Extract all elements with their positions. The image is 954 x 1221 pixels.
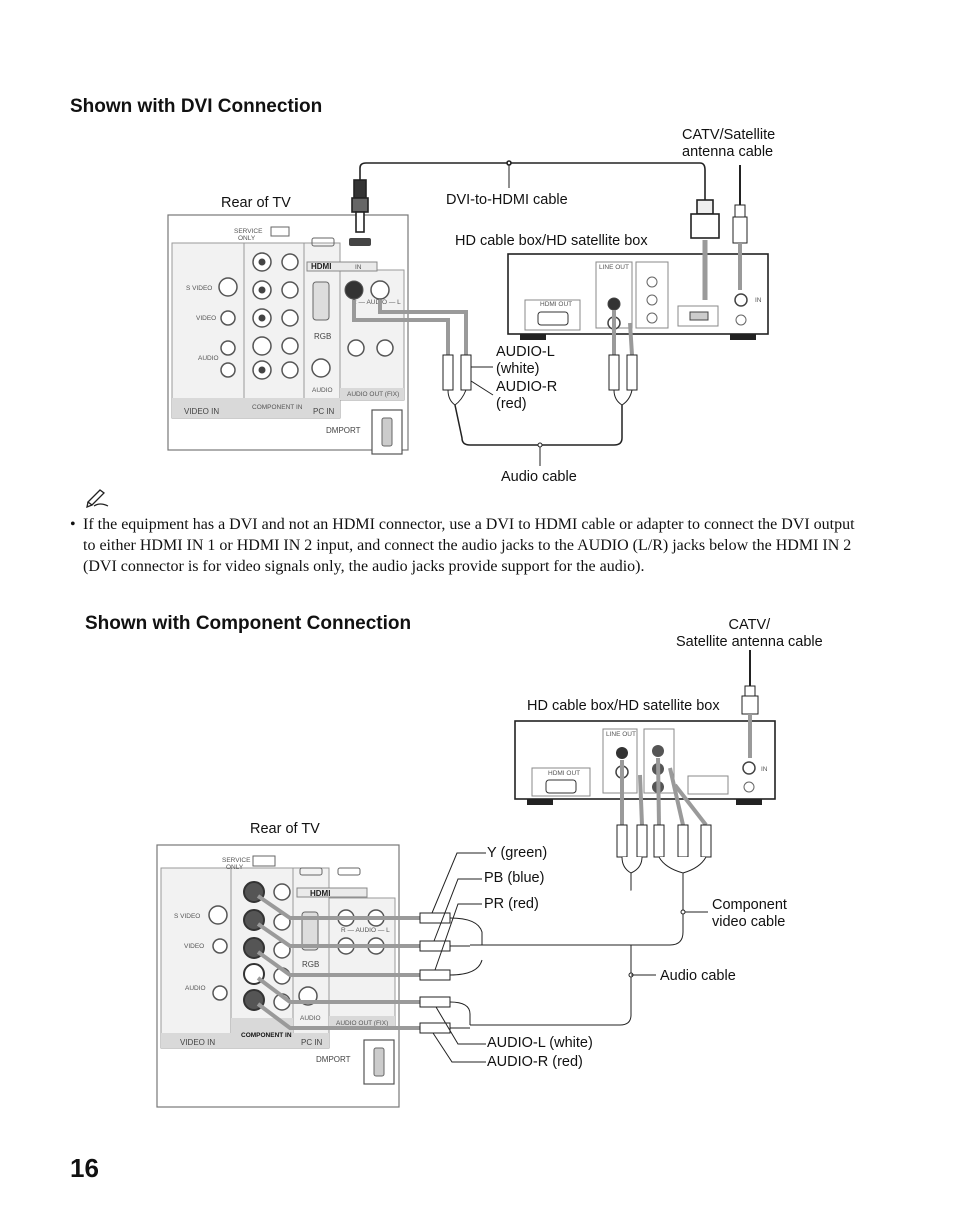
- svg-text:HDMI: HDMI: [310, 889, 330, 898]
- dvi-audio-cable-label: Audio cable: [501, 469, 577, 485]
- svg-text:PC IN: PC IN: [301, 1038, 323, 1047]
- svg-text:COMPONENT IN: COMPONENT IN: [241, 1032, 292, 1039]
- svg-text:R — AUDIO — L: R — AUDIO — L: [341, 927, 390, 934]
- svg-text:VIDEO: VIDEO: [196, 315, 216, 322]
- comp-audio-r-red-label: AUDIO-R (red): [487, 1054, 583, 1070]
- comp-audio-l-white-label: AUDIO-L (white): [487, 1035, 593, 1051]
- svg-text:RGB: RGB: [302, 960, 319, 969]
- note-icon: [86, 488, 110, 513]
- dvi-tv-rear-panel: DMPORT VIDEO IN COMPONENT IN PC IN AUDIO…: [167, 214, 409, 455]
- svg-text:S VIDEO: S VIDEO: [174, 913, 200, 920]
- svg-text:AUDIO: AUDIO: [312, 387, 333, 394]
- svg-text:VIDEO IN: VIDEO IN: [180, 1038, 215, 1047]
- dvi-audio-r-label: AUDIO-R (red): [496, 379, 558, 412]
- svg-text:SERVICE: SERVICE: [234, 228, 263, 235]
- svg-text:R — AUDIO — L: R — AUDIO — L: [352, 299, 401, 306]
- component-section-heading: Shown with Component Connection: [85, 613, 412, 634]
- dvi-hd-cable-box-label: HD cable box/HD satellite box: [455, 233, 648, 249]
- comp-catv-antenna-label: CATV/ Satellite antenna cable: [676, 617, 823, 650]
- svg-text:AUDIO OUT (FIX): AUDIO OUT (FIX): [336, 1020, 388, 1027]
- comp-tv-cables: [256, 894, 420, 1030]
- svg-text:AUDIO: AUDIO: [198, 355, 219, 362]
- svg-text:HDMI OUT: HDMI OUT: [548, 770, 580, 777]
- comp-y-green-label: Y (green): [487, 845, 548, 861]
- comp-pr-red-label: PR (red): [484, 896, 539, 912]
- dvi-to-hdmi-cable: [351, 160, 720, 239]
- svg-text:RGB: RGB: [314, 332, 331, 341]
- comp-pb-blue-label: PB (blue): [484, 870, 545, 886]
- dvi-hd-cable-box: HDMI OUT LINE OUT IN: [507, 253, 769, 340]
- comp-dmport-text: DMPORT: [316, 1055, 351, 1064]
- svg-text:HDMI: HDMI: [311, 262, 331, 271]
- comp-audio-cable-label: Audio cable: [660, 968, 736, 984]
- svg-text:AUDIO OUT (FIX): AUDIO OUT (FIX): [347, 391, 399, 398]
- svg-text:SERVICE: SERVICE: [222, 857, 251, 864]
- dvi-section-heading: Shown with DVI Connection: [70, 96, 323, 117]
- comp-leader-lines: [431, 852, 486, 1063]
- note-bullet: •: [70, 516, 76, 533]
- svg-text:LINE OUT: LINE OUT: [606, 731, 636, 738]
- svg-text:HDMI OUT: HDMI OUT: [540, 301, 572, 308]
- svg-text:ONLY: ONLY: [226, 864, 244, 871]
- svg-text:PC IN: PC IN: [313, 407, 335, 416]
- comp-rear-of-tv-label: Rear of TV: [250, 821, 320, 837]
- dvi-audio-l-label: AUDIO-L (white): [496, 344, 555, 377]
- page-number: 16: [70, 1153, 99, 1183]
- note-paragraph: • If the equipment has a DVI and not an …: [70, 514, 870, 577]
- comp-box-plugs: [470, 824, 712, 1026]
- comp-component-video-cable-label: Component video cable: [712, 897, 787, 930]
- svg-text:VIDEO: VIDEO: [184, 943, 204, 950]
- comp-hd-cable-box-label: HD cable box/HD satellite box: [527, 698, 720, 714]
- svg-text:IN: IN: [355, 264, 362, 271]
- comp-antenna-cable: [741, 650, 759, 758]
- comp-hd-cable-box: HDMI OUT LINE OUT IN: [514, 720, 776, 805]
- svg-text:IN: IN: [755, 297, 762, 304]
- svg-text:IN: IN: [761, 766, 768, 773]
- comp-tv-plugs: [419, 912, 483, 1034]
- svg-text:COMPONENT IN: COMPONENT IN: [252, 404, 303, 411]
- svg-text:LINE OUT: LINE OUT: [599, 264, 629, 271]
- svg-text:VIDEO IN: VIDEO IN: [184, 407, 219, 416]
- svg-text:AUDIO: AUDIO: [300, 1015, 321, 1022]
- dvi-rear-of-tv-label: Rear of TV: [221, 195, 291, 211]
- svg-text:S VIDEO: S VIDEO: [186, 285, 212, 292]
- dvi-to-hdmi-cable-label: DVI-to-HDMI cable: [446, 192, 568, 208]
- dvi-audio-cable: [352, 300, 638, 466]
- comp-box-cables: [620, 757, 708, 827]
- svg-text:ONLY: ONLY: [238, 235, 256, 242]
- dvi-antenna-cable: [732, 165, 748, 290]
- note-text: If the equipment has a DVI and not an HD…: [83, 516, 855, 575]
- dvi-catv-antenna-label: CATV/Satellite antenna cable: [682, 127, 776, 160]
- svg-text:AUDIO: AUDIO: [185, 985, 206, 992]
- dvi-dmport-text: DMPORT: [326, 426, 361, 435]
- comp-tv-rear-panel: DMPORT VIDEO IN COMPONENT IN PC IN AUDIO…: [156, 844, 400, 1108]
